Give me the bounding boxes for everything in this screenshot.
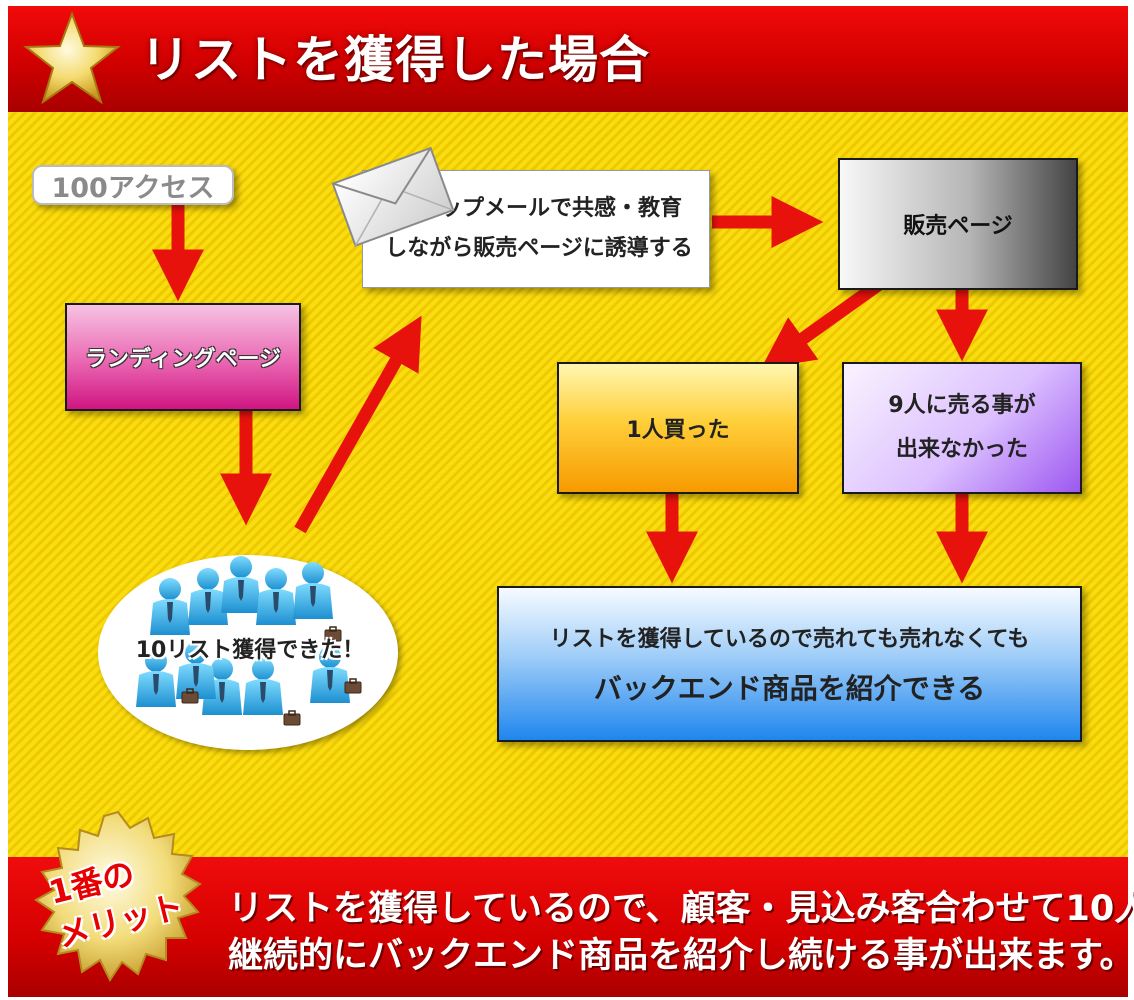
person-icon <box>256 568 296 625</box>
star-icon <box>23 11 121 105</box>
page-title: リストを獲得した場合 <box>140 31 650 89</box>
header-banner <box>8 6 1128 112</box>
person-icon <box>188 568 228 625</box>
footer-text-line-1: リストを獲得しているので、顧客・見込み客合わせて10人に <box>228 889 1134 929</box>
access-count-label: 100アクセス <box>32 165 234 205</box>
arrow-list-to-stepmail <box>294 315 422 534</box>
backend-line-2: バックエンド商品を紹介できる <box>593 672 986 705</box>
backend-line-1: リストを獲得しているので売れても売れなくても <box>549 627 1030 652</box>
rosette-badge-icon <box>34 810 202 982</box>
briefcase-icon <box>283 710 301 726</box>
landing-page-box: ランディングページ <box>65 303 301 411</box>
arrow-sales-to-bought <box>760 279 882 369</box>
person-icon <box>243 658 283 715</box>
not-sold-box: 9人に売る事が 出来なかった <box>842 362 1082 494</box>
person-icon <box>150 578 190 635</box>
sales-page-box: 販売ページ <box>838 158 1078 290</box>
not-sold-line-2: 出来なかった <box>895 437 1028 462</box>
list-acquired-label: 10リスト獲得できた！ <box>135 638 365 663</box>
one-bought-box: 1人買った <box>557 362 799 494</box>
footer-text-line-2: 継続的にバックエンド商品を紹介し続ける事が出来ます。 <box>228 936 1134 976</box>
not-sold-line-1: 9人に売る事が <box>888 393 1036 418</box>
step-mail-line-2: しながら販売ページに誘導する <box>385 236 693 261</box>
person-icon <box>293 562 333 619</box>
backend-box: リストを獲得しているので売れても売れなくても バックエンド商品を紹介できる <box>497 586 1082 742</box>
envelope-icon <box>331 146 455 247</box>
person-icon <box>221 556 261 613</box>
